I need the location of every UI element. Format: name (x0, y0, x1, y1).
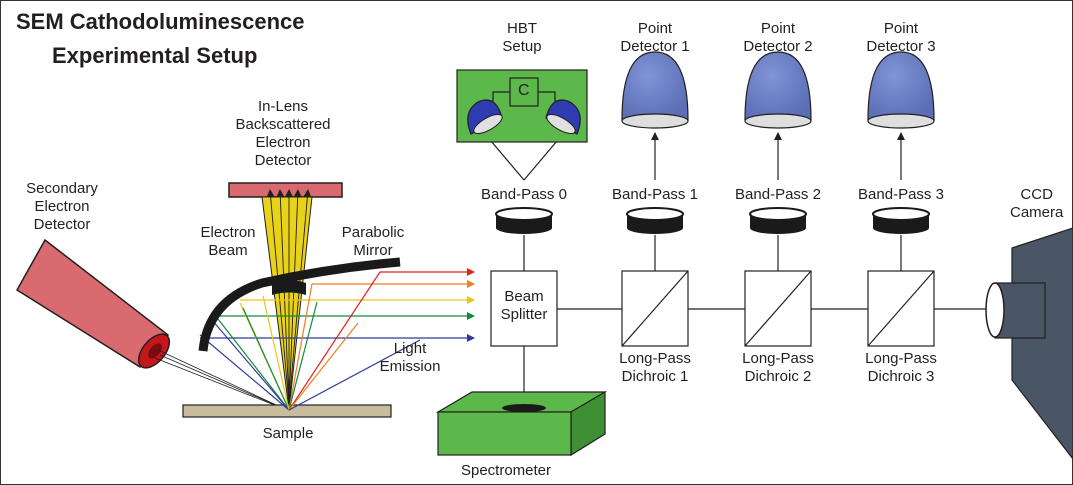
in-lens-detector (228, 182, 343, 198)
ccd-camera (985, 227, 1073, 460)
point-detector-1 (621, 51, 689, 129)
secondary-detector-label: Secondary Electron Detector (26, 180, 98, 233)
hbt-correlator-label: C (518, 82, 530, 99)
band-pass-filter-3 (872, 207, 930, 234)
beam-splitter-label: Beam Splitter (500, 288, 548, 324)
parabolic-mirror (198, 257, 401, 352)
spectrometer-box (435, 390, 608, 457)
dichroic-2 (744, 270, 812, 347)
long-pass-1-label: Long-Pass Dichroic 1 (619, 350, 691, 385)
point-detector-2-label: Point Detector 2 (743, 20, 813, 55)
dichroic-3 (867, 270, 935, 347)
ccd-camera-label: CCD Camera (1010, 186, 1064, 221)
light-emission-label: Light Emission (379, 340, 441, 375)
hbt-setup-label: HBT Setup (502, 20, 542, 55)
band-pass-3-label: Band-Pass 3 (858, 186, 944, 204)
diagram-title-line2: Experimental Setup (52, 43, 258, 68)
diagram-title-line1: SEM Cathodoluminescence (16, 9, 305, 34)
band-pass-2-label: Band-Pass 2 (735, 186, 821, 204)
light-rays (199, 268, 475, 411)
band-pass-filter-1 (626, 207, 684, 234)
mirror-aperture (272, 280, 306, 295)
point-detector-2 (744, 51, 812, 129)
band-pass-filter-2 (749, 207, 807, 234)
spectrometer-label: Spectrometer (460, 462, 552, 479)
long-pass-3-label: Long-Pass Dichroic 3 (865, 350, 937, 385)
long-pass-2-label: Long-Pass Dichroic 2 (742, 350, 814, 385)
band-pass-1-label: Band-Pass 1 (612, 186, 698, 204)
band-pass-filter-0 (495, 207, 553, 234)
band-pass-0-label: Band-Pass 0 (481, 186, 567, 204)
hbt-setup (456, 69, 588, 143)
secondary-electron-detector (15, 238, 288, 411)
point-detector-3 (867, 51, 935, 129)
electron-beam-cone (261, 196, 313, 411)
electron-beam-label: Electron Beam (200, 224, 256, 259)
dichroic-1 (621, 270, 689, 347)
parabolic-mirror-label: Parabolic Mirror (341, 224, 405, 259)
point-detector-3-label: Point Detector 3 (866, 20, 936, 55)
point-detector-1-label: Point Detector 1 (620, 20, 690, 55)
backscatter-arrows (266, 189, 312, 406)
in-lens-detector-label: In-Lens Backscattered Electron Detector (235, 98, 331, 169)
sample-label: Sample (262, 425, 314, 442)
